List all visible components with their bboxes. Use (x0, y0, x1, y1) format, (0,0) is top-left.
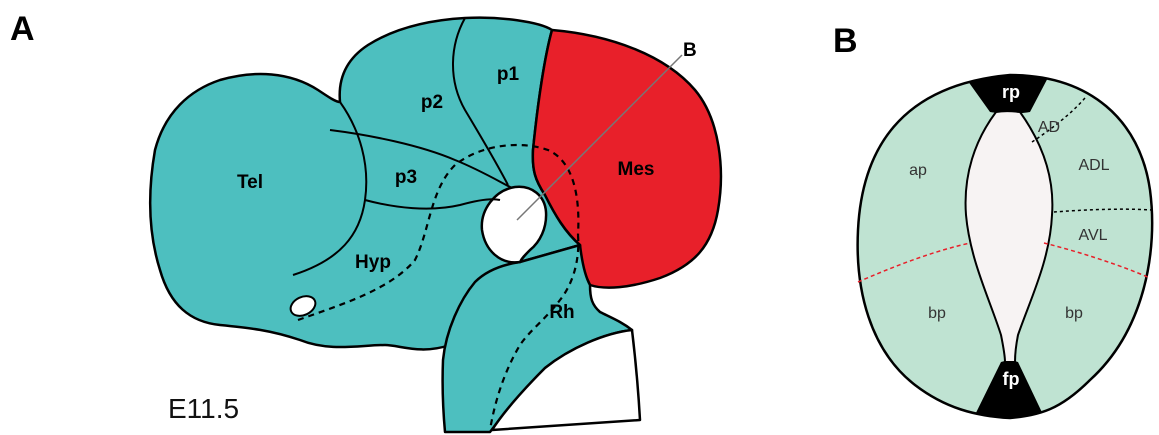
label-rp: rp (1002, 82, 1020, 102)
section-plane-label: B (683, 40, 697, 61)
label-rh: Rh (549, 302, 574, 323)
label-p1: p1 (497, 64, 520, 85)
label-adl: ADL (1078, 157, 1109, 174)
stage-label: E11.5 (168, 393, 239, 424)
label-p3: p3 (395, 167, 417, 188)
label-bp-right: bp (1065, 305, 1083, 322)
label-bp-left: bp (928, 305, 946, 322)
panel-b-letter: B (833, 22, 858, 60)
label-mes: Mes (618, 159, 655, 180)
panel-a: A B Tel Hyp p3 p2 p (10, 10, 721, 432)
label-ap: ap (909, 162, 927, 179)
panel-b: B rp fp ap AD ADL (833, 22, 1152, 425)
panel-a-letter: A (10, 10, 35, 48)
label-fp: fp (1003, 369, 1020, 389)
label-p2: p2 (421, 92, 443, 113)
label-avl: AVL (1078, 227, 1107, 244)
label-tel: Tel (237, 172, 263, 193)
label-hyp: Hyp (355, 252, 391, 273)
label-ad: AD (1038, 119, 1060, 136)
